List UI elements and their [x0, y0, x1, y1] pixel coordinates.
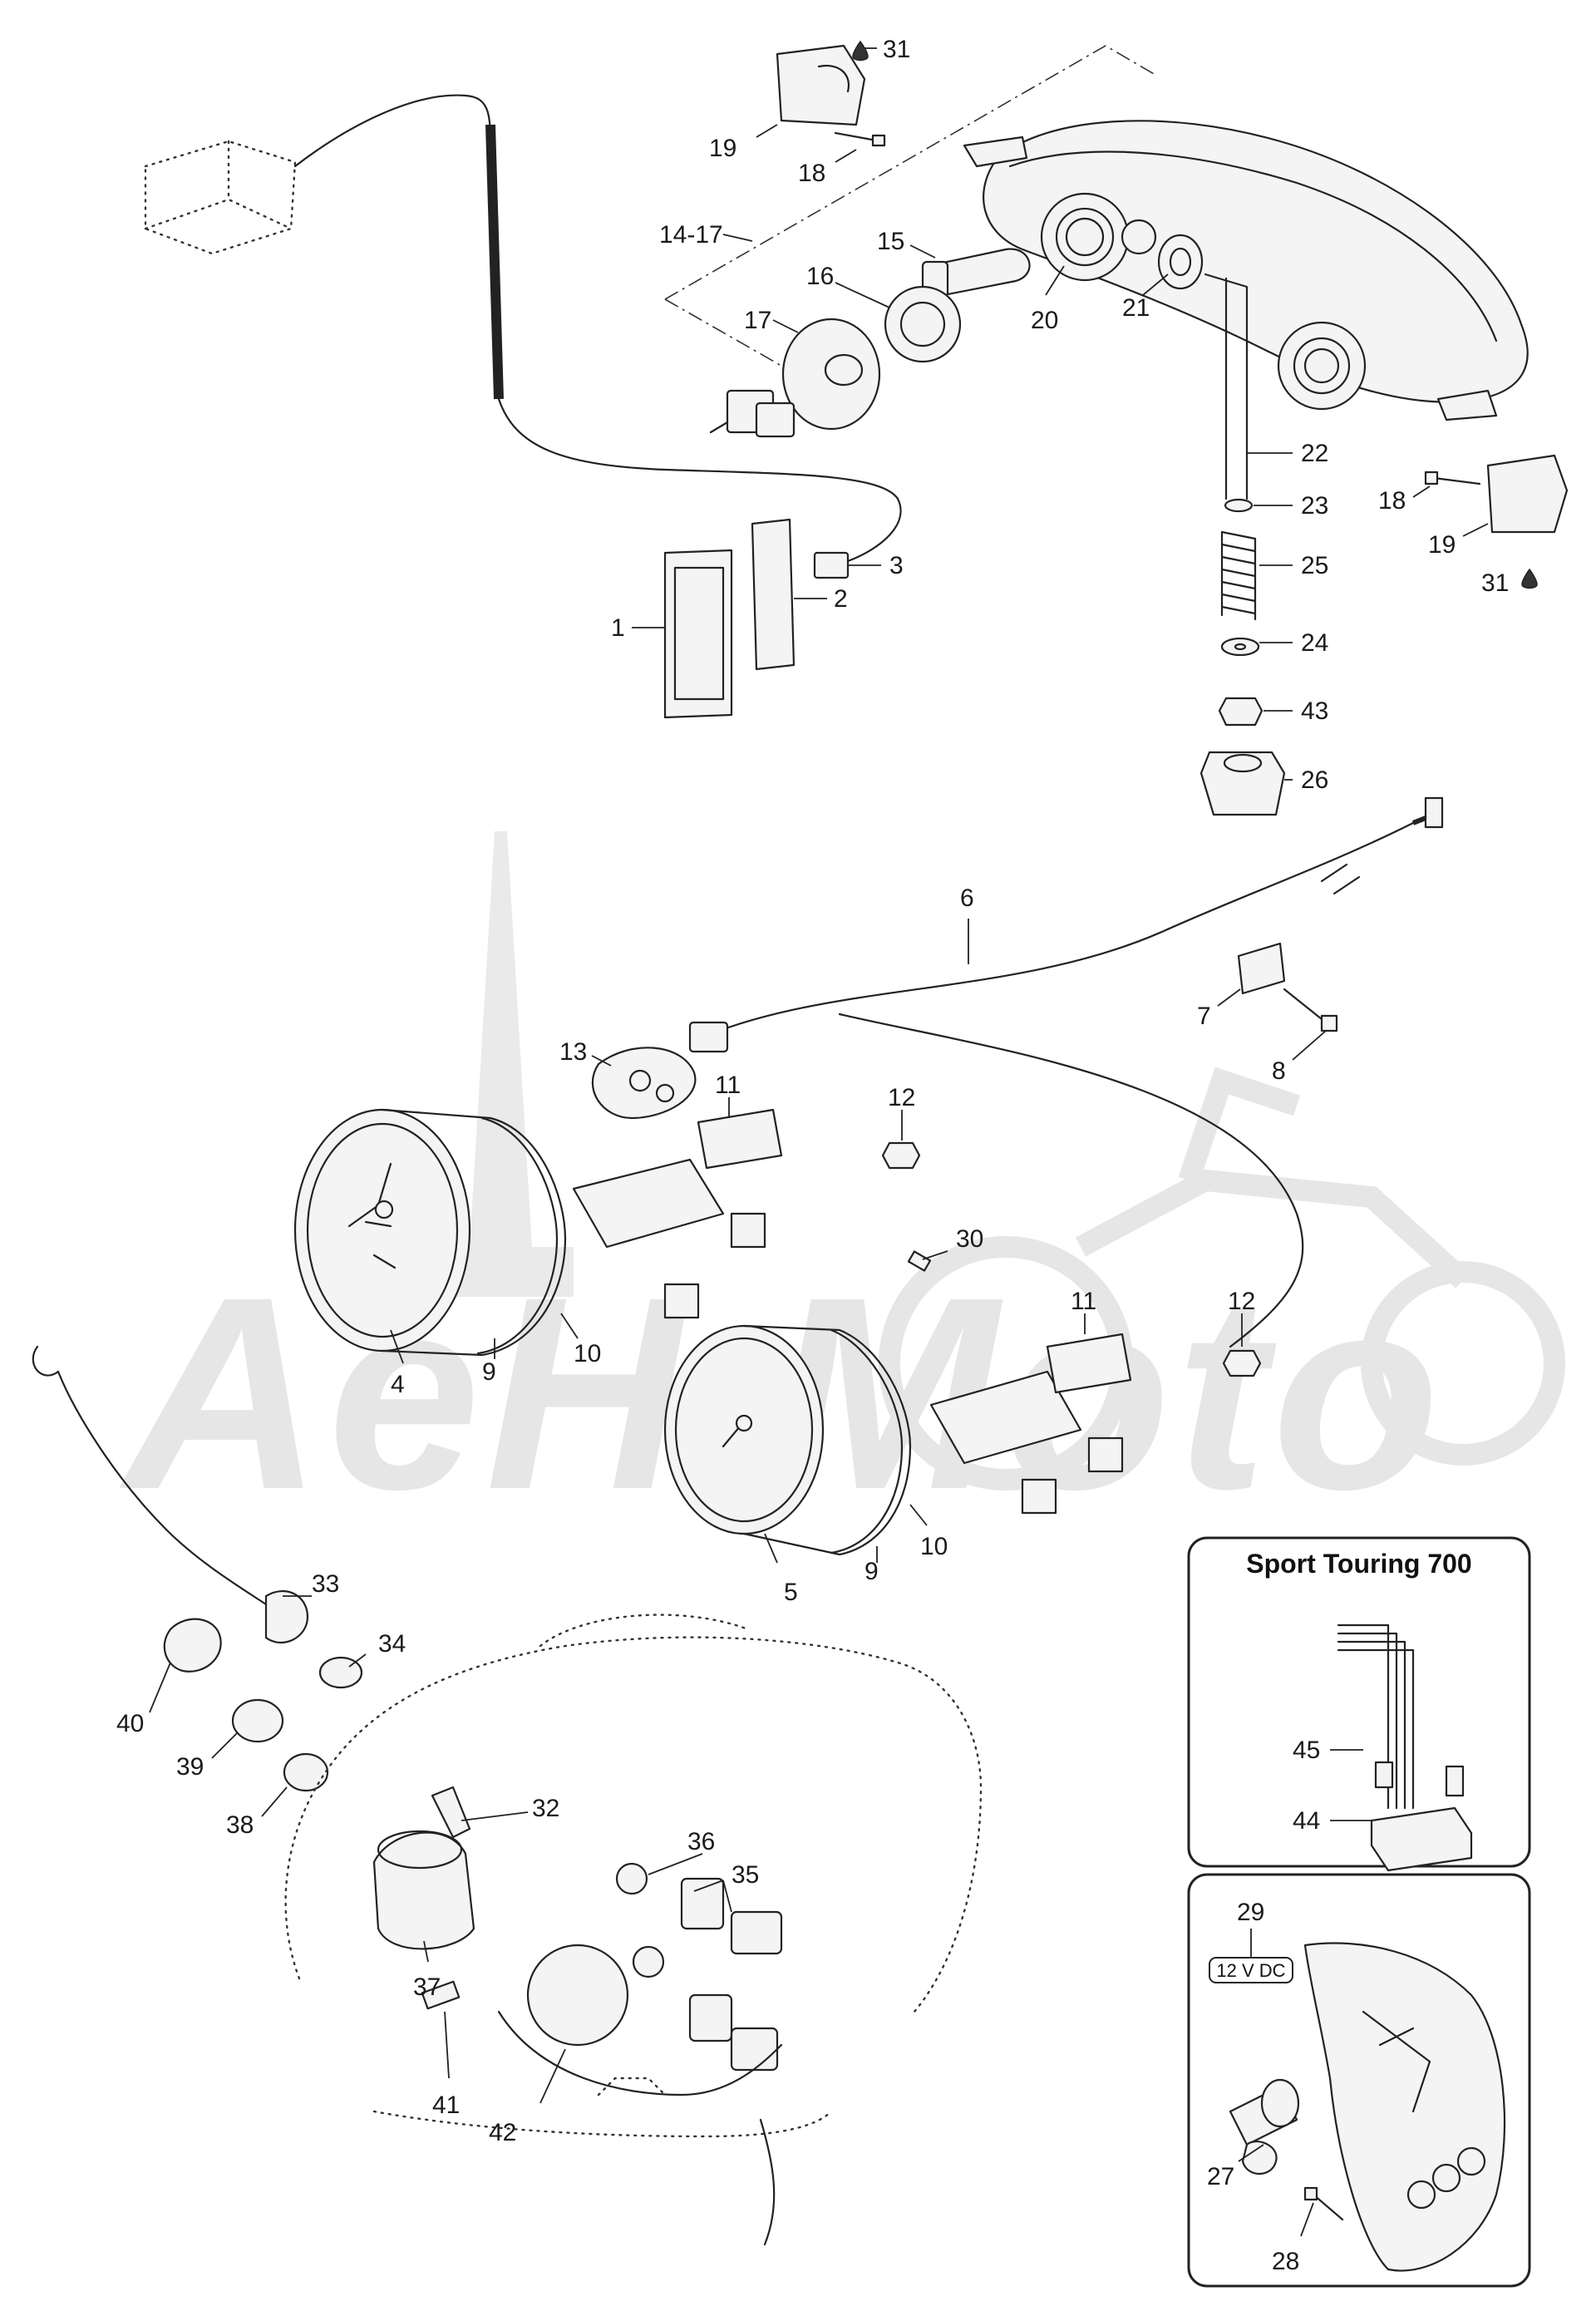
callout-29: 29	[1237, 1899, 1264, 1926]
callout-21: 21	[1122, 294, 1150, 322]
callout-25: 25	[1301, 552, 1328, 579]
callout-12-bottom: 12	[1228, 1288, 1255, 1315]
callout-2: 2	[834, 585, 848, 613]
inset-sport-touring-700: Sport Touring 700	[1187, 1536, 1531, 1872]
inset-title: Sport Touring 700	[1246, 1549, 1471, 1579]
callout-24: 24	[1301, 629, 1328, 657]
callout-40: 40	[116, 1710, 144, 1737]
callout-31-right: 31	[1481, 569, 1509, 597]
callout-16: 16	[806, 263, 834, 290]
callout-18-top: 18	[798, 160, 825, 187]
spring-shape	[1220, 530, 1257, 621]
callout-15: 15	[877, 228, 904, 255]
callouts: 31 19 18 14-17 15 16 17 20 21 22 23 25 2…	[116, 36, 1509, 2275]
callout-43: 43	[1301, 697, 1328, 725]
callout-33: 33	[312, 1570, 339, 1598]
callout-42: 42	[489, 2119, 516, 2146]
callout-9-bottom: 9	[864, 1558, 879, 1585]
callout-39: 39	[176, 1753, 204, 1781]
callout-30: 30	[956, 1225, 983, 1253]
callout-26: 26	[1301, 766, 1328, 794]
callout-20: 20	[1031, 307, 1058, 334]
voltage-label: 12 V DC	[1216, 1960, 1285, 1981]
switch-panel-assembly	[32, 1345, 983, 2246]
callout-19-top: 19	[709, 135, 736, 162]
callout-4: 4	[391, 1371, 405, 1398]
callout-44: 44	[1293, 1807, 1320, 1835]
callout-37: 37	[413, 1973, 441, 2001]
callout-1: 1	[611, 614, 625, 642]
callout-18-right: 18	[1378, 487, 1406, 515]
wiring-harness-upper	[144, 94, 902, 719]
callout-31-top: 31	[883, 36, 910, 63]
callout-3: 3	[889, 552, 904, 579]
watermark-motorcycle-graphic	[879, 1067, 1565, 1490]
inset-accessory-outlet: 12 V DC	[1187, 1873, 1531, 2288]
callout-11-bottom: 11	[1071, 1288, 1096, 1315]
callout-36: 36	[687, 1828, 715, 1855]
gauge-assemblies	[293, 796, 1444, 1556]
callout-41: 41	[432, 2092, 460, 2119]
callout-27: 27	[1207, 2163, 1234, 2190]
callout-14-17: 14-17	[659, 221, 723, 249]
callout-12-top: 12	[888, 1084, 915, 1111]
callout-28: 28	[1272, 2248, 1299, 2275]
callout-10-top: 10	[574, 1340, 601, 1367]
callout-7: 7	[1197, 1003, 1211, 1030]
inset-frame	[1187, 1536, 1531, 1868]
callout-38: 38	[226, 1811, 254, 1839]
callout-8: 8	[1272, 1057, 1286, 1085]
callout-5: 5	[784, 1579, 798, 1606]
callout-11-top: 11	[715, 1072, 741, 1099]
callout-17: 17	[744, 307, 771, 334]
callout-23: 23	[1301, 492, 1328, 520]
callout-10-bottom: 10	[920, 1533, 948, 1560]
callout-6: 6	[960, 884, 974, 912]
callout-13: 13	[559, 1038, 587, 1066]
callout-19-right: 19	[1428, 531, 1456, 559]
callout-35: 35	[732, 1861, 759, 1889]
callout-34: 34	[378, 1630, 406, 1658]
callout-9-top: 9	[482, 1358, 496, 1386]
callout-22: 22	[1301, 440, 1328, 467]
tail-light-assembly	[664, 40, 1569, 816]
callout-45: 45	[1293, 1737, 1320, 1764]
callout-32: 32	[532, 1795, 559, 1822]
